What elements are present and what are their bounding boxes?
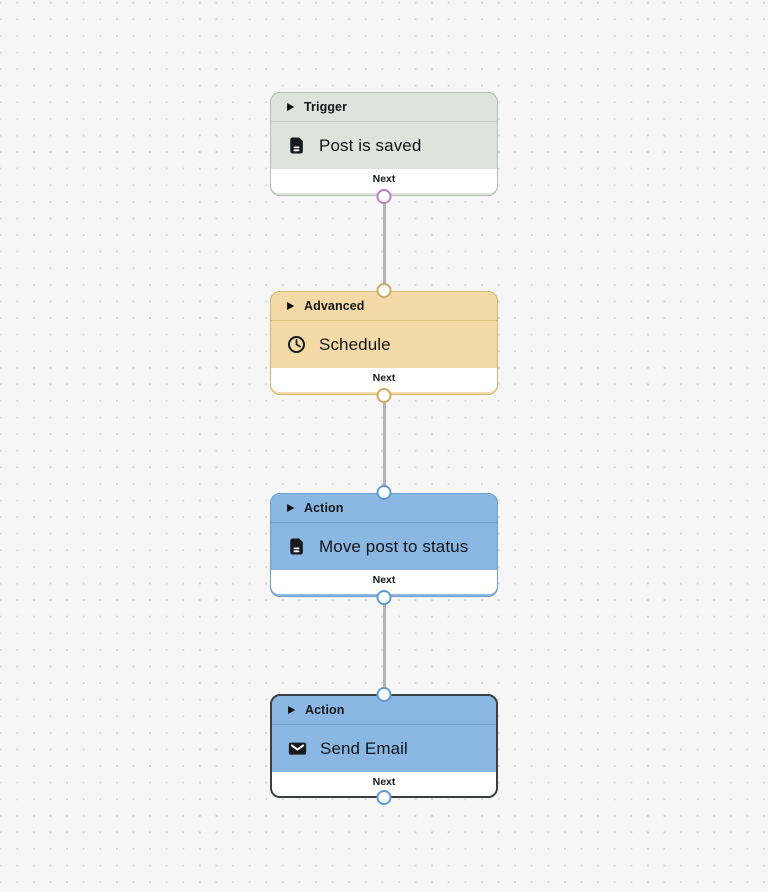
connector-line bbox=[382, 595, 386, 695]
output-port-next[interactable] bbox=[376, 590, 392, 605]
node-action-move-post-to-status[interactable]: Action Move post to status Next bbox=[270, 485, 498, 605]
collapse-play-icon[interactable] bbox=[286, 102, 295, 112]
envelope-icon bbox=[288, 739, 307, 758]
output-port-next[interactable] bbox=[376, 790, 392, 805]
node-footer: Next bbox=[272, 772, 496, 796]
node-body[interactable]: Send Email bbox=[272, 725, 496, 772]
collapse-play-icon[interactable] bbox=[286, 503, 295, 513]
node-header[interactable]: Action bbox=[271, 494, 497, 523]
node-action-send-email[interactable]: Action Send Email Next bbox=[270, 687, 498, 805]
next-port-label: Next bbox=[372, 372, 396, 384]
node-header[interactable]: Trigger bbox=[271, 93, 497, 122]
node-kind-label: Action bbox=[304, 501, 344, 515]
node-title: Schedule bbox=[319, 334, 391, 354]
node-title: Send Email bbox=[320, 738, 408, 758]
node-header[interactable]: Advanced bbox=[271, 292, 497, 321]
document-icon bbox=[287, 136, 306, 155]
collapse-play-icon[interactable] bbox=[287, 705, 296, 715]
next-port-label: Next bbox=[372, 574, 396, 586]
node-advanced-schedule[interactable]: Advanced Schedule Next bbox=[270, 283, 498, 403]
node-trigger-post-is-saved[interactable]: Trigger Post is saved Next bbox=[270, 92, 498, 204]
node-kind-label: Trigger bbox=[304, 100, 348, 114]
next-port-label: Next bbox=[372, 776, 396, 788]
collapse-play-icon[interactable] bbox=[286, 301, 295, 311]
node-kind-label: Action bbox=[305, 703, 345, 717]
node-title: Post is saved bbox=[319, 135, 422, 155]
input-port[interactable] bbox=[376, 485, 392, 500]
document-icon bbox=[287, 537, 306, 556]
input-port[interactable] bbox=[376, 283, 392, 298]
output-port-next[interactable] bbox=[376, 388, 392, 403]
node-kind-label: Advanced bbox=[304, 299, 365, 313]
next-port-label: Next bbox=[372, 173, 396, 185]
input-port[interactable] bbox=[376, 687, 392, 702]
connector-line bbox=[382, 393, 386, 494]
node-title: Move post to status bbox=[319, 536, 469, 556]
connector-line bbox=[382, 194, 386, 292]
clock-icon bbox=[287, 335, 306, 354]
output-port-next[interactable] bbox=[376, 189, 392, 204]
node-body[interactable]: Move post to status bbox=[271, 523, 497, 570]
node-body[interactable]: Schedule bbox=[271, 321, 497, 368]
node-header[interactable]: Action bbox=[272, 696, 496, 725]
node-body[interactable]: Post is saved bbox=[271, 122, 497, 169]
